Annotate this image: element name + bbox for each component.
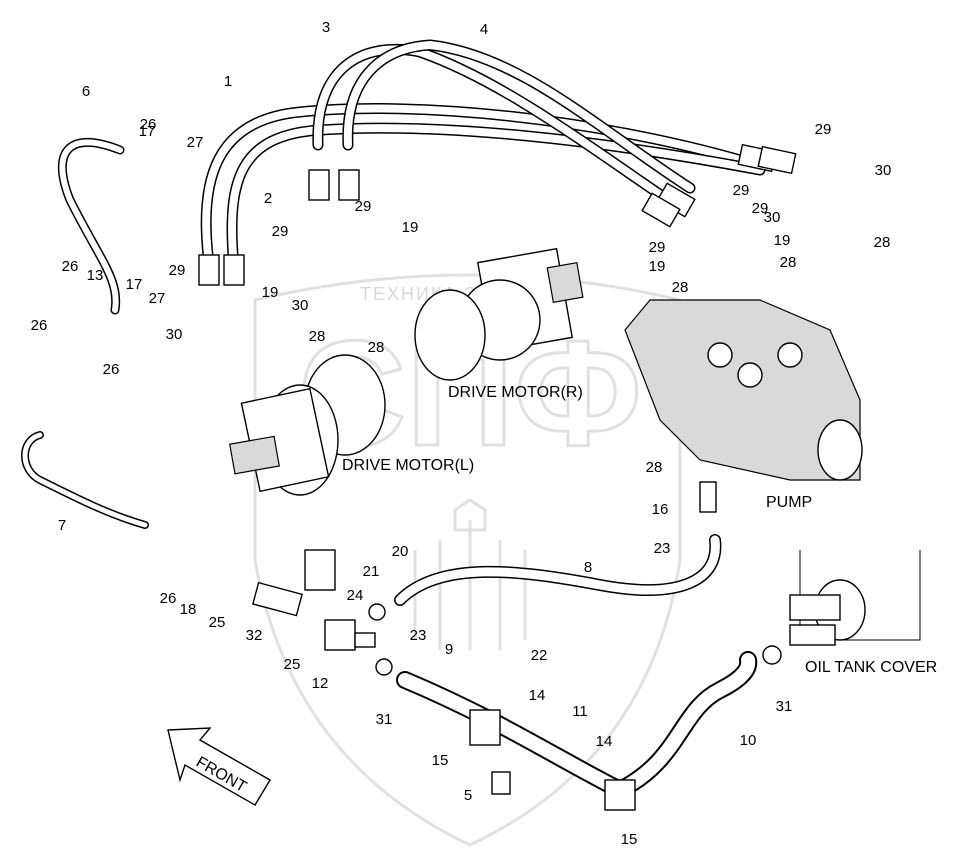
callout-number: 14 xyxy=(596,733,613,750)
callout-number: 29 xyxy=(355,198,372,215)
callout-number: 30 xyxy=(875,162,892,179)
callout-number: 23 xyxy=(654,540,671,557)
callout-number: 16 xyxy=(652,501,669,518)
oil-tank-cover-label: OIL TANK COVER xyxy=(805,659,937,676)
callout-number: 20 xyxy=(392,543,409,560)
callout-number: 27 xyxy=(149,290,166,307)
spacer-5 xyxy=(491,771,511,795)
callout-number: 18 xyxy=(180,601,197,618)
callout-number: 3 xyxy=(322,19,330,36)
callout-number: 7 xyxy=(58,517,66,534)
callout-number: 19 xyxy=(402,219,419,236)
hose-end-fittings xyxy=(198,143,797,286)
callout-number: 14 xyxy=(529,687,546,704)
callout-number: 25 xyxy=(284,656,301,673)
callout-number: 30 xyxy=(166,326,183,343)
drive-motor-right xyxy=(414,247,584,381)
callout-number: 26 xyxy=(140,116,157,133)
clamp-15 xyxy=(469,709,501,746)
callout-number: 28 xyxy=(646,459,663,476)
hose-6-inner xyxy=(59,139,123,313)
pipe-9-10-inner xyxy=(398,653,756,797)
watermark-shield xyxy=(253,273,682,847)
hose-bundle xyxy=(200,39,766,261)
fitting xyxy=(308,169,330,201)
callout-number: 13 xyxy=(87,267,104,284)
front-arrow-icon: FRONT xyxy=(167,727,271,806)
callout-number: 26 xyxy=(160,590,177,607)
callout-number: 4 xyxy=(480,21,488,38)
callout-number: 22 xyxy=(531,647,548,664)
callout-number: 28 xyxy=(874,234,891,251)
oil-tank-cover xyxy=(789,550,921,646)
callout-number: 28 xyxy=(309,328,326,345)
callout-number: 17 xyxy=(139,123,156,140)
callout-number: 26 xyxy=(31,317,48,334)
callout-number: 30 xyxy=(764,209,781,226)
small-parts xyxy=(252,481,782,676)
fitting xyxy=(757,145,797,175)
callout-number: 21 xyxy=(363,563,380,580)
callout-number: 5 xyxy=(464,787,472,804)
pump xyxy=(624,299,863,481)
callout-number: 15 xyxy=(432,752,449,769)
callout-number: 29 xyxy=(169,262,186,279)
drive-motor-left-label: DRIVE MOTOR(L) xyxy=(342,457,474,474)
callout-number: 26 xyxy=(62,258,79,275)
fitting xyxy=(641,192,681,228)
callout-number: 29 xyxy=(733,182,750,199)
watermark-wheat-icon xyxy=(413,498,527,650)
callout-number: 29 xyxy=(815,121,832,138)
callout-number: 24 xyxy=(347,587,364,604)
callout-number: 32 xyxy=(246,627,263,644)
callout-number: 29 xyxy=(649,239,666,256)
callout-number: 6 xyxy=(82,83,90,100)
callout-number: 9 xyxy=(445,641,453,658)
callout-number: 2 xyxy=(264,190,272,207)
drive-motor-left xyxy=(229,354,386,496)
callout-number: 19 xyxy=(774,232,791,249)
callout-number: 15 xyxy=(621,831,638,848)
hose-8-inner xyxy=(395,535,720,605)
callout-number: 28 xyxy=(368,339,385,356)
callout-number: 11 xyxy=(572,703,588,720)
callout-number: 12 xyxy=(312,675,329,692)
fitting xyxy=(223,254,245,286)
callout-number: 26 xyxy=(103,361,120,378)
pipe-7-inner xyxy=(22,432,148,528)
callout-number: 28 xyxy=(780,254,797,271)
clamp-15 xyxy=(604,779,636,811)
callout-number: 25 xyxy=(209,614,226,631)
callout-number: 1 xyxy=(224,73,232,90)
callout-number: 17 xyxy=(126,276,143,293)
callout-number: 31 xyxy=(376,711,393,728)
callout-number: 19 xyxy=(262,284,279,301)
callout-number: 29 xyxy=(272,223,289,240)
callout-number: 23 xyxy=(410,627,427,644)
pump-label: PUMP xyxy=(766,494,812,511)
callout-number: 27 xyxy=(187,134,204,151)
callout-number: 10 xyxy=(740,732,757,749)
callout-number: 30 xyxy=(292,297,309,314)
callout-number: 31 xyxy=(776,698,793,715)
fitting xyxy=(198,254,220,286)
callout-number: 8 xyxy=(584,559,592,576)
callout-number: 28 xyxy=(672,279,689,296)
drive-motor-right-label: DRIVE MOTOR(R) xyxy=(448,384,583,401)
callout-number: 19 xyxy=(649,258,666,275)
fitting xyxy=(338,169,360,201)
callout-number: 29 xyxy=(752,200,769,217)
